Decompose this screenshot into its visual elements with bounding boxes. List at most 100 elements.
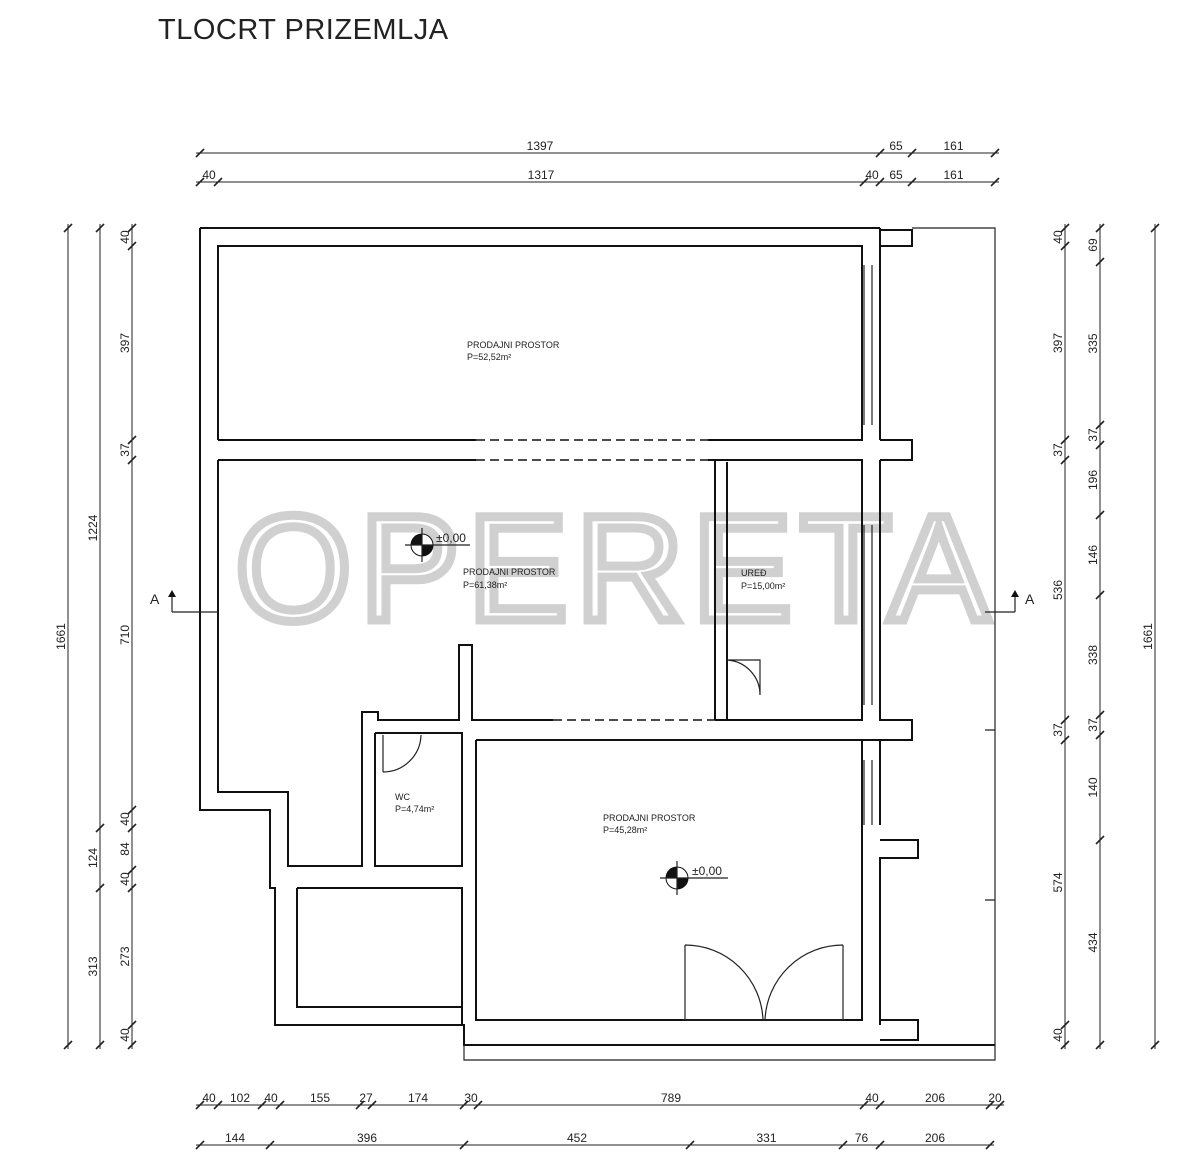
walls bbox=[171, 227, 1016, 1061]
dimension-label: 335 bbox=[1086, 333, 1100, 353]
dimension-label: 40 bbox=[118, 230, 132, 244]
dimension-label: 40 bbox=[118, 1028, 132, 1042]
dimension-label: 1397 bbox=[527, 139, 554, 153]
terrace-edge bbox=[463, 227, 996, 1061]
dimension-label: 146 bbox=[1086, 545, 1100, 565]
room-area: P=45,28m² bbox=[603, 825, 647, 835]
dimension-tick bbox=[95, 823, 105, 833]
dimension-label: 206 bbox=[925, 1131, 945, 1145]
dimension-tick bbox=[257, 1100, 267, 1110]
level-mark: ±0,00 bbox=[405, 528, 470, 562]
room-area: P=4,74m² bbox=[395, 804, 434, 814]
room-area: P=15,00m² bbox=[741, 581, 785, 591]
dimension-tick bbox=[95, 223, 105, 233]
dimension-tick bbox=[985, 1140, 995, 1150]
room-area: P=52,52m² bbox=[467, 352, 511, 362]
dimension-label: 20 bbox=[988, 1091, 1002, 1105]
dimension-tick bbox=[1060, 1040, 1070, 1050]
dimension-label: 65 bbox=[889, 168, 903, 182]
room-labels: PRODAJNI PROSTOR P=52,52m² PRODAJNI PROS… bbox=[395, 340, 785, 835]
dimension-tick bbox=[1060, 223, 1070, 233]
dimension-label: 69 bbox=[1086, 238, 1100, 252]
dimension-tick bbox=[127, 1040, 137, 1050]
dimension-tick bbox=[195, 1100, 205, 1110]
dimension-tick bbox=[1095, 730, 1105, 740]
level-label: ±0,00 bbox=[692, 864, 722, 878]
dimension-label: 84 bbox=[118, 842, 132, 856]
dimension-label: 40 bbox=[264, 1091, 278, 1105]
dimension-tick bbox=[875, 177, 885, 187]
dimension-tick bbox=[990, 148, 1000, 158]
dimension-tick bbox=[995, 1100, 1005, 1110]
plan-title: TLOCRT PRIZEMLJA bbox=[158, 14, 449, 46]
dimension-label: 140 bbox=[1086, 777, 1100, 797]
dimension-tick bbox=[127, 1020, 137, 1030]
dimension-label: 40 bbox=[865, 1091, 879, 1105]
dimension-label: 40 bbox=[865, 168, 879, 182]
dimension-tick bbox=[1060, 715, 1070, 725]
dimension-tick bbox=[1095, 590, 1105, 600]
dimension-label: 397 bbox=[1051, 333, 1065, 353]
dimension-label: 102 bbox=[230, 1091, 250, 1105]
room-name: WC bbox=[395, 792, 410, 802]
dimension-label: 37 bbox=[1086, 718, 1100, 732]
dimension-label: 313 bbox=[86, 956, 100, 976]
dimension-label: 196 bbox=[1086, 470, 1100, 490]
dimension-tick bbox=[95, 883, 105, 893]
dimension-label: 452 bbox=[567, 1131, 587, 1145]
room-name: PRODAJNI PROSTOR bbox=[603, 813, 696, 823]
dimension-label: 37 bbox=[1086, 428, 1100, 442]
dimension-label: 40 bbox=[1051, 1028, 1065, 1042]
dimension-label: 37 bbox=[1051, 723, 1065, 737]
dimension-label: 1224 bbox=[86, 514, 100, 541]
dimension-label: 789 bbox=[661, 1091, 681, 1105]
dimension-tick bbox=[355, 1100, 365, 1110]
dimension-tick bbox=[1060, 735, 1070, 745]
dimension-label: 206 bbox=[925, 1091, 945, 1105]
dimension-tick bbox=[1060, 1020, 1070, 1030]
dimension-tick bbox=[127, 435, 137, 445]
dimension-tick bbox=[127, 241, 137, 251]
dimension-tick bbox=[990, 177, 1000, 187]
dimension-tick bbox=[127, 823, 137, 833]
dimension-label: 710 bbox=[118, 625, 132, 645]
section-mark: A bbox=[1025, 591, 1035, 607]
dimension-tick bbox=[985, 1100, 995, 1110]
dimension-tick bbox=[1095, 510, 1105, 520]
dimension-tick bbox=[1095, 440, 1105, 450]
dimension-tick bbox=[367, 1100, 377, 1110]
dimension-label: 536 bbox=[1051, 580, 1065, 600]
room-name: UREĐ bbox=[741, 568, 767, 578]
level-label: ±0,00 bbox=[436, 531, 466, 545]
dimension-label: 1317 bbox=[528, 168, 555, 182]
outer-wall bbox=[199, 227, 995, 1046]
dimension-label: 161 bbox=[943, 168, 963, 182]
dimension-tick bbox=[1095, 257, 1105, 267]
dimension-tick bbox=[127, 223, 137, 233]
dimension-tick bbox=[195, 1140, 205, 1150]
dimension-label: 40 bbox=[118, 872, 132, 886]
dimension-label: 27 bbox=[359, 1091, 373, 1105]
dimension-tick bbox=[838, 1140, 848, 1150]
double-door bbox=[683, 944, 845, 1021]
dimension-tick bbox=[875, 148, 885, 158]
dimension-label: 273 bbox=[118, 946, 132, 966]
dimension-label: 1661 bbox=[54, 623, 68, 650]
dimension-tick bbox=[127, 865, 137, 875]
watermark: OPERETA bbox=[235, 484, 997, 652]
dimension-tick bbox=[1150, 1040, 1160, 1050]
dimension-tick bbox=[265, 1140, 275, 1150]
dimension-label: 124 bbox=[86, 848, 100, 868]
dimension-tick bbox=[275, 1100, 285, 1110]
dimension-label: 40 bbox=[202, 168, 216, 182]
dimension-label: 161 bbox=[943, 139, 963, 153]
office-wall bbox=[714, 459, 728, 720]
dimension-tick bbox=[63, 223, 73, 233]
dimension-tick bbox=[459, 1140, 469, 1150]
dimension-label: 396 bbox=[357, 1131, 377, 1145]
level-mark: ±0,00 bbox=[660, 861, 728, 895]
storage-wall bbox=[296, 887, 463, 1025]
dimension-label: 144 bbox=[225, 1131, 245, 1145]
